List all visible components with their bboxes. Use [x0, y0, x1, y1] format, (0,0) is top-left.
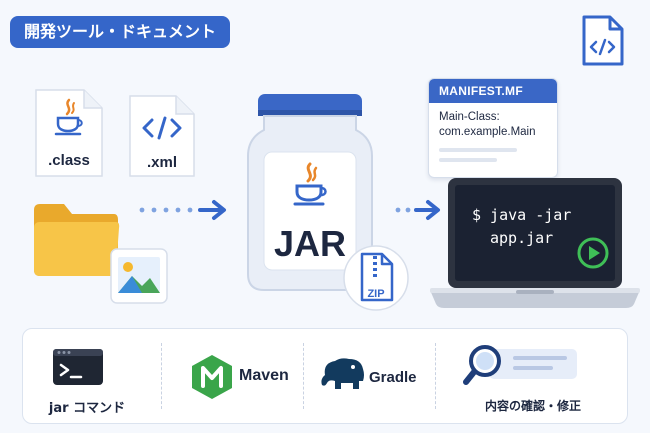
manifest-placeholder-line: [439, 148, 517, 152]
class-file-label: .class: [48, 152, 90, 169]
page-title: 開発ツール・ドキュメント: [10, 16, 231, 48]
gradle-label[interactable]: Gradle: [369, 369, 417, 386]
code-icon: [142, 116, 182, 140]
flow-arrow-left: [139, 200, 226, 220]
zip-label: ZIP: [367, 288, 385, 300]
manifest-card: MANIFEST.MF Main-Class: com.example.Main: [428, 78, 558, 178]
gradle-elephant-icon[interactable]: [319, 355, 369, 391]
java-cup-icon: [293, 162, 327, 206]
class-file-card: .class: [32, 86, 106, 180]
play-icon[interactable]: [576, 236, 610, 270]
terminal-line-2: app.jar: [490, 229, 554, 247]
jar-command-label: jar コマンド: [48, 401, 126, 416]
manifest-line-1: Main-Class:: [439, 111, 500, 123]
maven-icon[interactable]: [189, 353, 235, 401]
manifest-title: MANIFEST.MF: [429, 79, 557, 103]
inspect-label: 内容の確認・修正: [484, 399, 581, 413]
magnifier-icon: [463, 345, 577, 385]
java-cup-icon: [54, 98, 83, 136]
manifest-line-2: com.example.Main: [439, 126, 536, 138]
maven-label[interactable]: Maven: [239, 367, 289, 384]
zip-file-icon: [343, 245, 409, 311]
terminal-icon: [53, 349, 103, 385]
code-file-icon: [582, 15, 624, 66]
xml-file-card: .xml: [126, 92, 198, 180]
manifest-placeholder-line: [439, 158, 497, 162]
divider: [435, 343, 436, 409]
terminal-line-1: $ java -jar: [472, 206, 572, 224]
laptop: [430, 178, 640, 308]
folder-icon: [34, 204, 120, 276]
tools-panel: jar コマンド Maven Gradle 内容の確認・修正: [22, 328, 628, 424]
flow-arrow-right: [395, 200, 440, 220]
jar-label: JAR: [273, 223, 347, 264]
divider: [161, 343, 162, 409]
image-icon: [110, 248, 168, 304]
divider: [303, 343, 304, 409]
xml-file-label: .xml: [146, 154, 177, 171]
